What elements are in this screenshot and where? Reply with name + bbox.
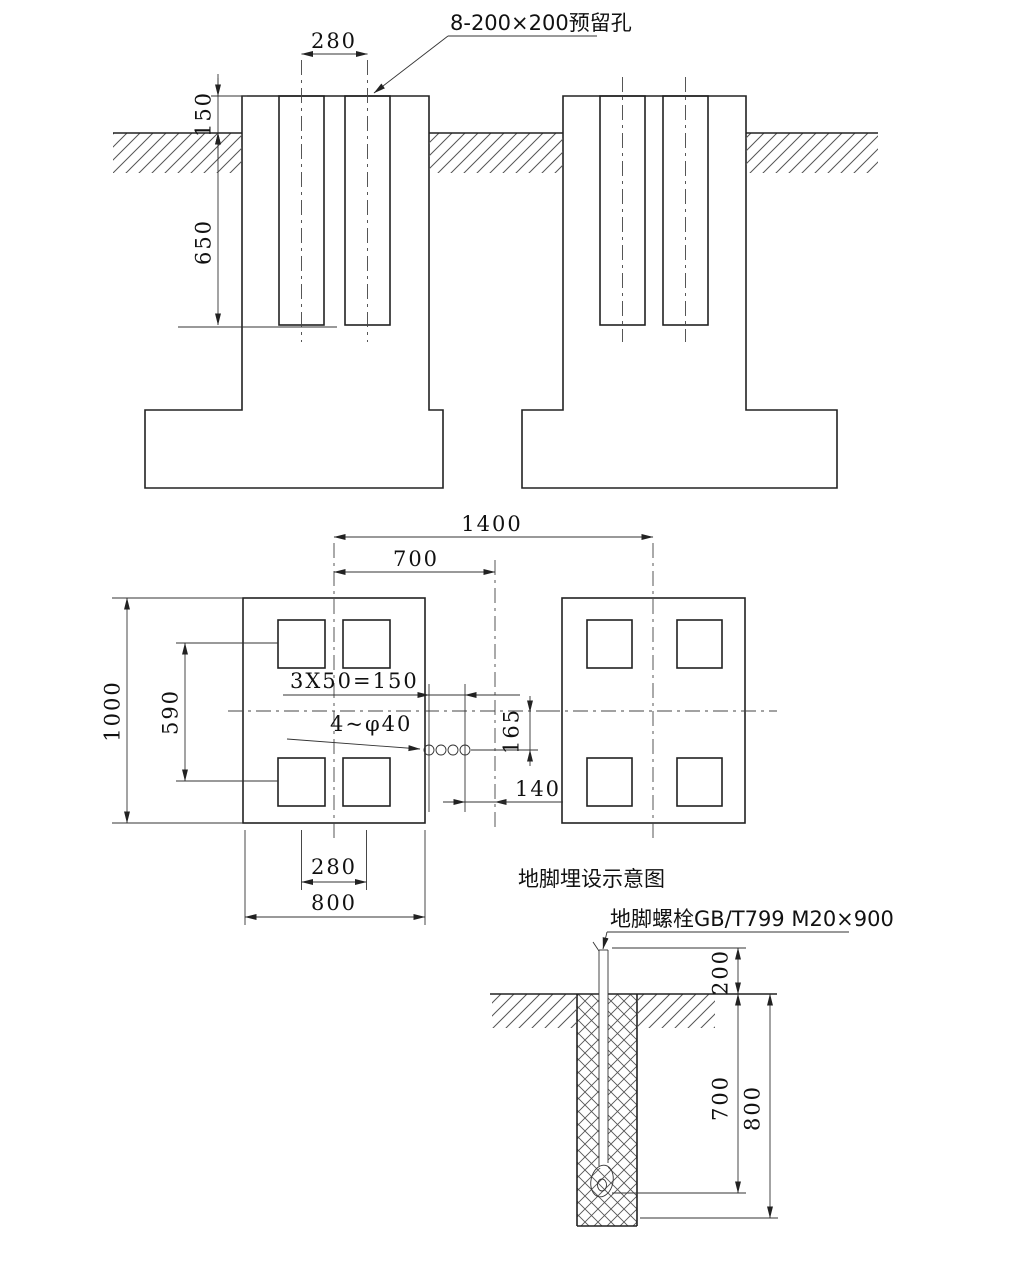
- right-reserved-hole-slot: [599, 95, 646, 326]
- dim-hole-col-span: 280: [301, 830, 367, 890]
- dim-embed-depth: 700: [612, 993, 746, 1194]
- plan-hole: [342, 757, 391, 807]
- plan-hole: [676, 757, 723, 807]
- right-plan-outline: [561, 597, 746, 824]
- dim-label: 800: [311, 891, 357, 915]
- dim-label: 700: [393, 547, 439, 571]
- dim-exposed-height: 150: [192, 74, 247, 160]
- plan-hole: [277, 619, 326, 669]
- dim-offset-circles: 165: [500, 696, 533, 766]
- dim-label: 280: [311, 29, 357, 53]
- dim-label: 1000: [101, 680, 125, 741]
- right-reserved-hole-slot: [662, 95, 709, 326]
- dim-width: 800: [244, 830, 426, 925]
- plan-hole: [342, 619, 391, 669]
- plan-hole: [676, 619, 723, 669]
- anchor-bolt: [590, 941, 614, 1198]
- dim-label: 590: [159, 689, 183, 735]
- bolt-holes-callout: 4~φ40: [286, 712, 538, 756]
- dim-length: 1000: [101, 597, 243, 824]
- dim-label: 3X50=150: [290, 669, 419, 693]
- dim-label: 200: [709, 949, 733, 995]
- dim-label: 650: [192, 219, 216, 265]
- reserved-holes-callout: 8-200×200预留孔: [373, 11, 632, 94]
- anchor-bolt-label: 地脚螺栓GB/T799 M20×900: [610, 907, 894, 931]
- dim-label: 280: [311, 855, 357, 879]
- left-foundation-outline: [144, 95, 444, 489]
- dim-hole-spacing-top: 280: [301, 29, 368, 57]
- anchor-bolt-hole: [447, 744, 459, 756]
- dim-offset-mid: 140: [443, 777, 563, 805]
- anchor-detail: 地脚埋设示意图 地脚螺栓GB/T799 M20×900: [490, 867, 894, 1227]
- dim-pocket-depth: 800: [640, 993, 778, 1219]
- anchor-bolt-hole: [435, 744, 447, 756]
- anchor-bolt-hole: [459, 744, 471, 756]
- dim-label: 165: [500, 708, 524, 754]
- bolt-holes-label: 4~φ40: [330, 712, 412, 736]
- dim-label: 150: [192, 91, 216, 137]
- dim-above-surface: 200: [612, 947, 746, 995]
- anchor-detail-title: 地脚埋设示意图: [518, 867, 665, 891]
- ground-hatch: [113, 132, 878, 173]
- bolt-hook-eye: [590, 1164, 614, 1198]
- section-view: 280 150 650 8-200×200预留孔: [113, 11, 878, 489]
- dim-label: 800: [741, 1085, 765, 1131]
- right-foundation-outline: [521, 95, 838, 489]
- anchor-bolt-callout: 地脚螺栓GB/T799 M20×900: [602, 907, 894, 950]
- dim-label: 1400: [461, 512, 522, 536]
- dim-label: 700: [709, 1075, 733, 1121]
- dim-hole-row-span: 590: [159, 642, 278, 782]
- plan-hole: [277, 757, 326, 807]
- dim-span-half: 700: [333, 547, 496, 575]
- detail-ground-hatch: [490, 993, 777, 1028]
- dim-label: 140: [515, 777, 561, 801]
- dim-bolt-pitch: 3X50=150: [283, 669, 520, 812]
- plan-view: 1400 700 3X50=150 4~φ40: [101, 512, 777, 925]
- plan-hole: [586, 619, 633, 669]
- plan-hole: [586, 757, 633, 807]
- bolt-hook-eye-hole: [597, 1178, 607, 1192]
- dim-span-total: 1400: [333, 512, 654, 540]
- dim-hole-depth: 650: [178, 132, 337, 328]
- anchor-bolt-hole: [423, 744, 435, 756]
- reserved-holes-label: 8-200×200预留孔: [450, 11, 632, 35]
